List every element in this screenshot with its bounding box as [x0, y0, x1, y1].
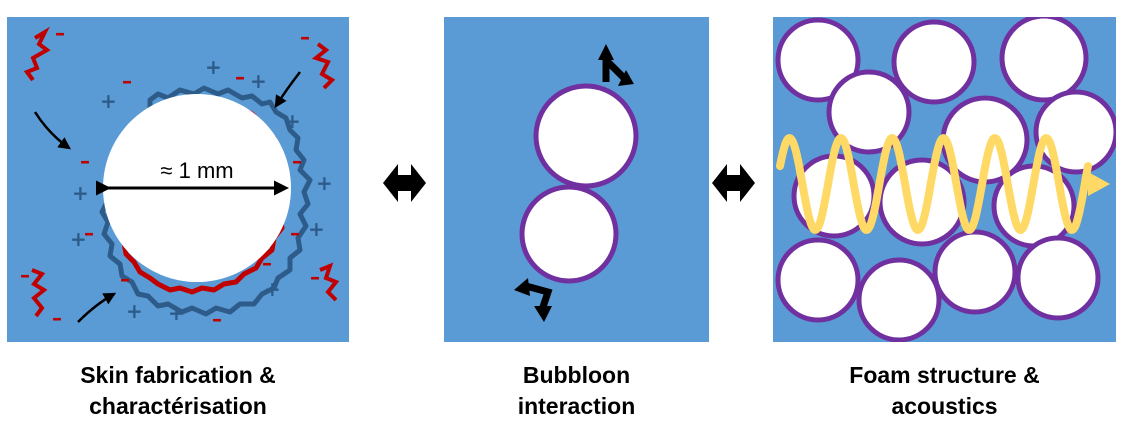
svg-text:–: – [310, 265, 320, 289]
svg-text:+: + [100, 89, 117, 113]
foam-bubble [932, 229, 1018, 315]
free-polymer-bottom-right [319, 262, 340, 302]
free-polymer-bottom-left [31, 268, 48, 318]
interaction-panel [444, 17, 709, 342]
foam-bubble [775, 237, 861, 323]
svg-text:–: – [122, 69, 132, 93]
svg-text:–: – [292, 149, 302, 173]
acoustic-wave [776, 134, 1092, 234]
curved-arrow-icon [77, 292, 117, 323]
svg-text:–: – [20, 263, 30, 287]
interaction-caption-line1: Bubbloon [522, 362, 631, 388]
svg-text:+: + [284, 109, 301, 133]
rotation-arrow-icon-head-1 [598, 44, 614, 60]
bubble-upper [533, 83, 639, 189]
svg-text:+: + [205, 55, 222, 79]
svg-text:+: + [308, 217, 325, 241]
svg-text:–: – [262, 251, 272, 275]
foam-caption-line1: Foam structure & [849, 362, 1040, 388]
rotation-arrow-icon-head-3 [514, 278, 530, 296]
foam-bubble [1015, 235, 1101, 321]
foam-caption-line2: acoustics [891, 393, 998, 419]
interaction-caption: Bubbloon interaction [444, 360, 709, 422]
svg-text:–: – [55, 21, 65, 45]
svg-text:–: – [290, 221, 300, 245]
svg-text:–: – [84, 221, 94, 245]
foam-bubble [891, 19, 977, 105]
foam-caption: Foam structure & acoustics [773, 360, 1116, 422]
foam-bubble [856, 257, 942, 342]
double-headed-arrow-icon [383, 164, 426, 202]
svg-text:+: + [72, 181, 89, 205]
svg-text:–: – [80, 149, 90, 173]
curved-arrow-icon [33, 111, 72, 150]
foam-panel [773, 17, 1116, 342]
foam-bubble [826, 69, 912, 155]
svg-text:–: – [120, 267, 130, 291]
acoustic-wave-arrowhead [1088, 172, 1110, 196]
charge-signs: – – – – – – – – – – – – – – + + + + + + … [20, 21, 333, 331]
bubble-lower [519, 184, 619, 284]
rotation-arrow-icon [525, 282, 553, 312]
foam-bubble [775, 17, 861, 103]
svg-text:+: + [126, 299, 143, 323]
curved-arrow-icon [274, 71, 301, 109]
svg-text:+: + [250, 69, 267, 93]
foam-bubble [1033, 89, 1116, 175]
svg-text:–: – [212, 307, 222, 331]
free-polymer-top-right [311, 42, 336, 90]
svg-text:+: + [70, 227, 87, 251]
svg-text:+: + [264, 277, 281, 301]
svg-text:+: + [316, 171, 333, 195]
rotation-arrow-icon-head-2 [618, 70, 634, 86]
skin-caption-line1: Skin fabrication & [80, 362, 276, 388]
svg-text:+: + [168, 301, 185, 325]
skin-caption: Skin fabrication & charactérisation [7, 360, 349, 422]
skin-panel: – – – – – – – – – – – – – – + + + + + + … [7, 17, 349, 342]
skin-caption-line2: charactérisation [89, 393, 267, 419]
diameter-label: ≈ 1 mm [160, 158, 233, 183]
double-headed-arrow-icon [712, 164, 755, 202]
svg-text:–: – [300, 25, 310, 49]
svg-text:–: – [235, 65, 245, 89]
interaction-caption-line2: interaction [517, 393, 636, 419]
rotation-arrow-icon-head-4 [534, 306, 552, 322]
positive-polymer-layer [99, 85, 313, 317]
foam-bubble [999, 17, 1089, 103]
free-polymer-top-left [23, 26, 51, 82]
svg-text:–: – [52, 306, 62, 330]
